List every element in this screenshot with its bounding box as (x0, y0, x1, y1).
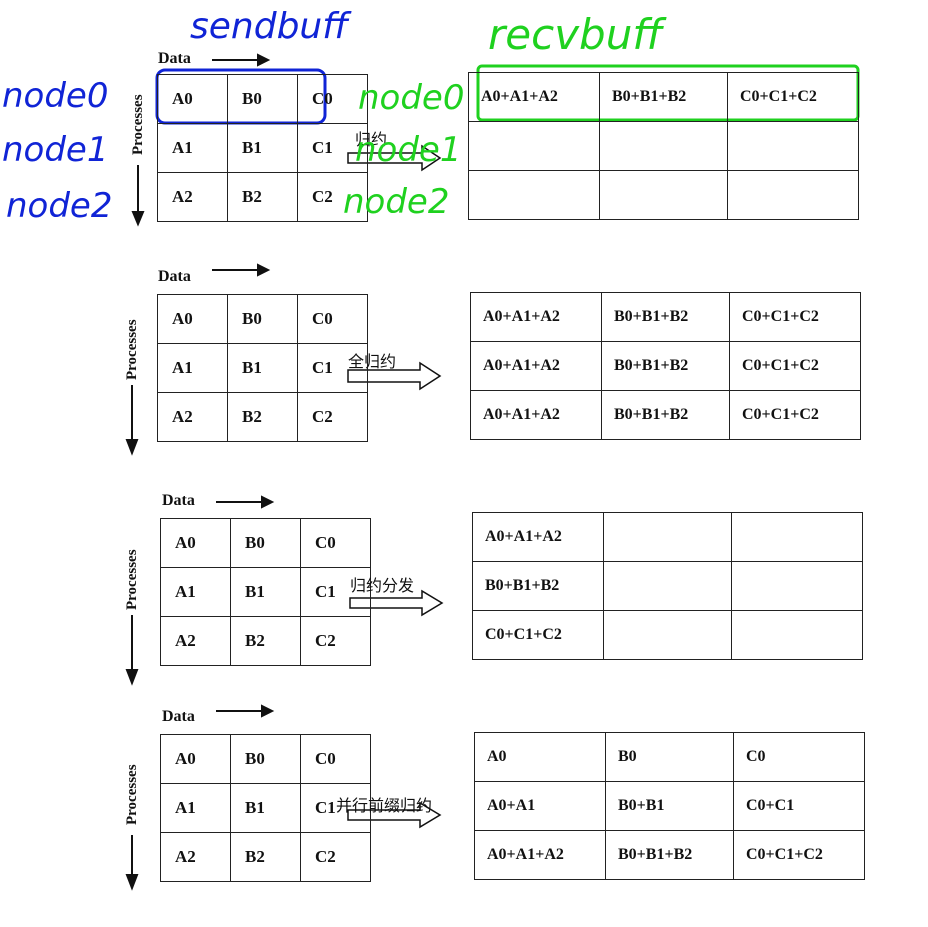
cell (731, 512, 863, 562)
cell: B0 (227, 74, 298, 124)
cell: B0+B1+B2 (601, 292, 730, 342)
cell: C0 (300, 518, 371, 568)
node1-left-annotation: node1 (2, 130, 109, 170)
cell: A0+A1+A2 (468, 72, 600, 122)
cell: B0 (230, 518, 301, 568)
processes-label: Processes (124, 764, 140, 825)
cell: C0+C1+C2 (729, 292, 861, 342)
cell: C0+C1+C2 (727, 72, 859, 122)
cell: B0+B1+B2 (601, 341, 730, 391)
cell (731, 561, 863, 611)
cell: A0 (160, 734, 231, 784)
cell (599, 121, 728, 171)
cell: B2 (230, 616, 301, 666)
cell: A2 (157, 172, 228, 222)
cell: C2 (297, 172, 368, 222)
cell: B1 (227, 123, 298, 173)
op-label-allreduce: 全归约 (348, 352, 397, 371)
op-label-prefix-reduce: 并行前缀归约 (336, 796, 433, 815)
op-label-reduce: 归约 (355, 130, 388, 149)
processes-label: Processes (130, 94, 146, 155)
cell: B2 (230, 832, 301, 882)
cell: B0 (605, 732, 734, 782)
cell: A0+A1+A2 (470, 292, 602, 342)
node0-mid-annotation: node0 (358, 78, 465, 118)
cell: C2 (297, 392, 368, 442)
cell (468, 170, 600, 220)
cell: C2 (300, 832, 371, 882)
cell: A0+A1+A2 (472, 512, 604, 562)
cell (603, 512, 732, 562)
cell: C0+C1+C2 (733, 830, 865, 880)
cell: A0+A1+A2 (474, 830, 606, 880)
cell: A2 (160, 616, 231, 666)
cell: C1 (297, 123, 368, 173)
cell: B0 (227, 294, 298, 344)
cell: B1 (230, 783, 301, 833)
cell: A1 (157, 123, 228, 173)
cell: B0+B1 (605, 781, 734, 831)
data-label: Data (158, 268, 191, 285)
cell: B2 (227, 392, 298, 442)
cell: C0 (297, 74, 368, 124)
cell: C0 (733, 732, 865, 782)
cell: C0+C1+C2 (729, 390, 861, 440)
cell: A0+A1+A2 (470, 341, 602, 391)
cell: A1 (160, 783, 231, 833)
processes-label: Processes (124, 549, 140, 610)
cell: C0 (297, 294, 368, 344)
cell: B1 (227, 343, 298, 393)
cell: A0 (160, 518, 231, 568)
recvbuff-annotation: recvbuff (488, 10, 663, 59)
cell: A0 (157, 294, 228, 344)
cell (731, 610, 863, 660)
data-label: Data (158, 50, 191, 67)
cell: B0+B1+B2 (599, 72, 728, 122)
cell: C0+C1+C2 (472, 610, 604, 660)
cell: A2 (157, 392, 228, 442)
cell: C1 (300, 567, 371, 617)
node2-left-annotation: node2 (6, 186, 113, 226)
cell (727, 170, 859, 220)
cell: C0+C1 (733, 781, 865, 831)
recvbuff-grid-3: A0+A1+A2 B0+B1+B2 C0+C1+C2 (472, 512, 863, 660)
processes-label: Processes (124, 319, 140, 380)
node0-left-annotation: node0 (2, 76, 109, 116)
cell: B0+B1+B2 (605, 830, 734, 880)
cell: B1 (230, 567, 301, 617)
cell: C2 (300, 616, 371, 666)
cell: A1 (160, 567, 231, 617)
cell: C0+C1+C2 (729, 341, 861, 391)
op-label-reduce-scatter: 归约分发 (350, 576, 415, 595)
cell (603, 561, 732, 611)
data-label: Data (162, 708, 195, 725)
cell (603, 610, 732, 660)
sendbuff-annotation: sendbuff (190, 6, 349, 47)
cell (599, 170, 728, 220)
cell (468, 121, 600, 171)
node1-mid-annotation: node1 (355, 130, 462, 170)
node2-mid-annotation: node2 (343, 182, 450, 222)
cell: C0 (300, 734, 371, 784)
cell: A0 (157, 74, 228, 124)
cell: B0+B1+B2 (601, 390, 730, 440)
cell: A1 (157, 343, 228, 393)
data-label: Data (162, 492, 195, 509)
cell: B0+B1+B2 (472, 561, 604, 611)
cell (727, 121, 859, 171)
cell: A0 (474, 732, 606, 782)
cell: A0+A1+A2 (470, 390, 602, 440)
cell: B2 (227, 172, 298, 222)
cell: B0 (230, 734, 301, 784)
cell: A0+A1 (474, 781, 606, 831)
cell: A2 (160, 832, 231, 882)
